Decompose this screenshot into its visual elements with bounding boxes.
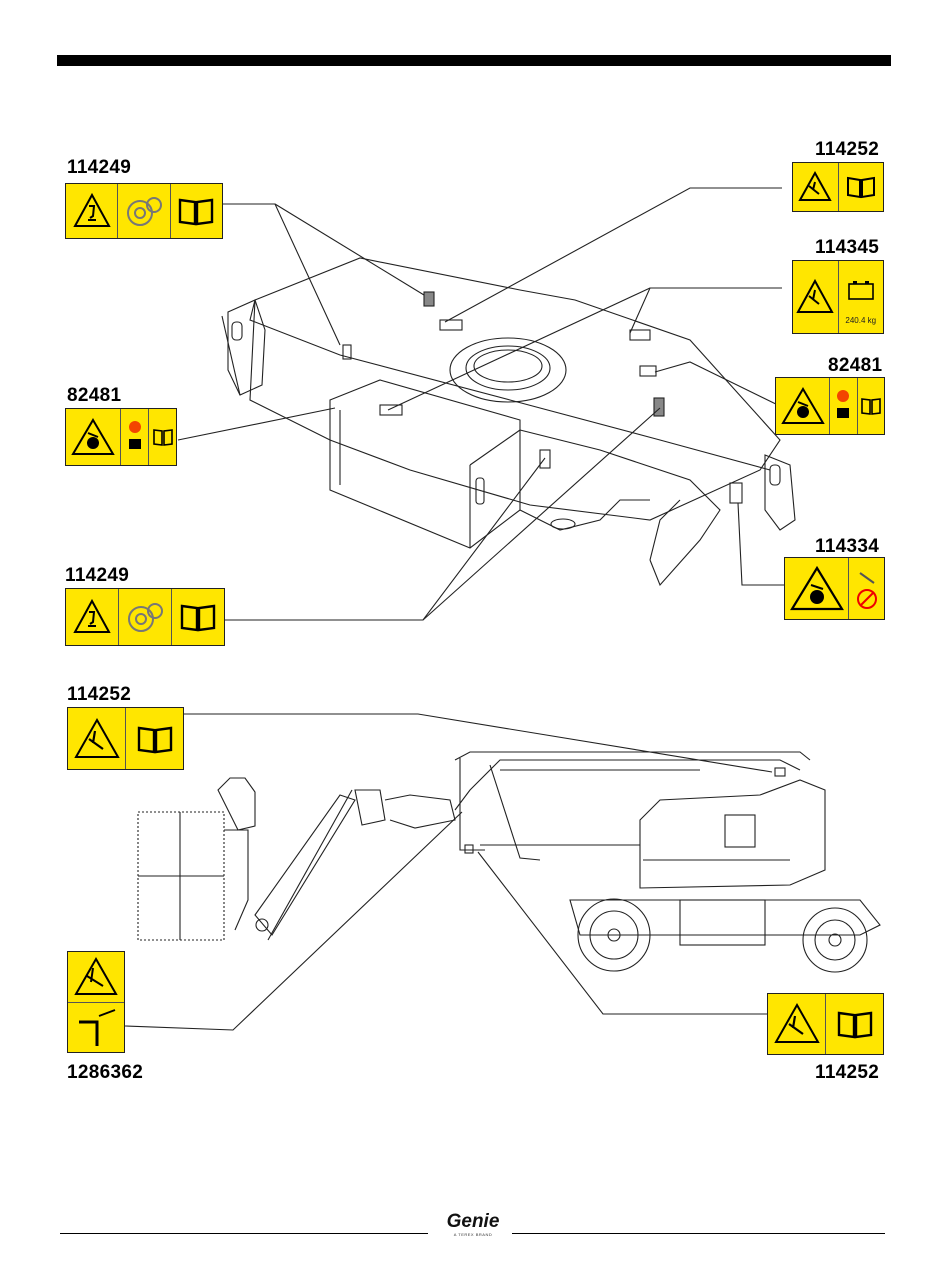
manual-book-icon [826,994,883,1054]
part-number-114249-bottom: 114249 [65,566,129,585]
part-number-82481-right: 82481 [828,356,882,375]
boom-lift-drawing [138,752,880,972]
manual-book-icon [149,409,176,465]
chassis-drawing [222,258,795,585]
manual-book-icon [858,378,885,434]
warning-triangle-icon [66,589,119,645]
battery-weight-label: 240.4 kg [839,316,884,325]
manual-book-icon [839,163,884,211]
decal-114252-right-top [792,162,884,212]
warning-triangle-icon [785,558,849,619]
genie-logo: Genie A TEREX BRAND [438,1212,508,1240]
warning-triangle-icon [66,409,121,465]
decal-82481-right [775,377,885,435]
lower-leader-lines [125,714,772,1030]
warning-triangle-icon [66,184,118,238]
tip-over-icon [68,708,126,769]
boom-hazard-icon [68,1003,124,1053]
manual-book-icon [126,708,183,769]
warning-triangle-icon [776,378,830,434]
tip-over-icon [68,952,124,1003]
decal-114345: 240.4 kg [792,260,884,334]
gear-icon [118,184,170,238]
footer-rule-left [60,1233,428,1234]
warning-triangle-icon [793,261,839,333]
part-number-114252-lower-top: 114252 [67,685,131,704]
decal-114249-bottom [65,588,225,646]
tip-over-icon [768,994,826,1054]
decal-114249-top [65,183,223,239]
part-number-82481-left: 82481 [67,386,121,405]
footer-rule-right [512,1233,885,1234]
part-number-1286362: 1286362 [67,1063,143,1082]
decal-82481-left [65,408,177,466]
part-number-114252-lower-bottom: 114252 [815,1063,879,1082]
decal-114334 [784,557,885,620]
no-flame-icon [121,409,149,465]
decal-1286362 [67,951,125,1053]
warning-triangle-icon [793,163,839,211]
decal-114252-lower-bottom [767,993,884,1055]
manual-book-icon [172,589,224,645]
part-number-114334: 114334 [815,537,879,556]
battery-icon: 240.4 kg [839,261,884,333]
decal-114252-lower-top [67,707,184,770]
part-number-114345: 114345 [815,238,879,257]
no-flame-icon [830,378,858,434]
part-number-114252-right-top: 114252 [815,140,879,159]
upper-leader-lines [178,188,784,620]
part-number-114249-top: 114249 [67,158,131,177]
gear-icon [119,589,172,645]
no-flame-icon [849,558,884,619]
manual-book-icon [171,184,222,238]
